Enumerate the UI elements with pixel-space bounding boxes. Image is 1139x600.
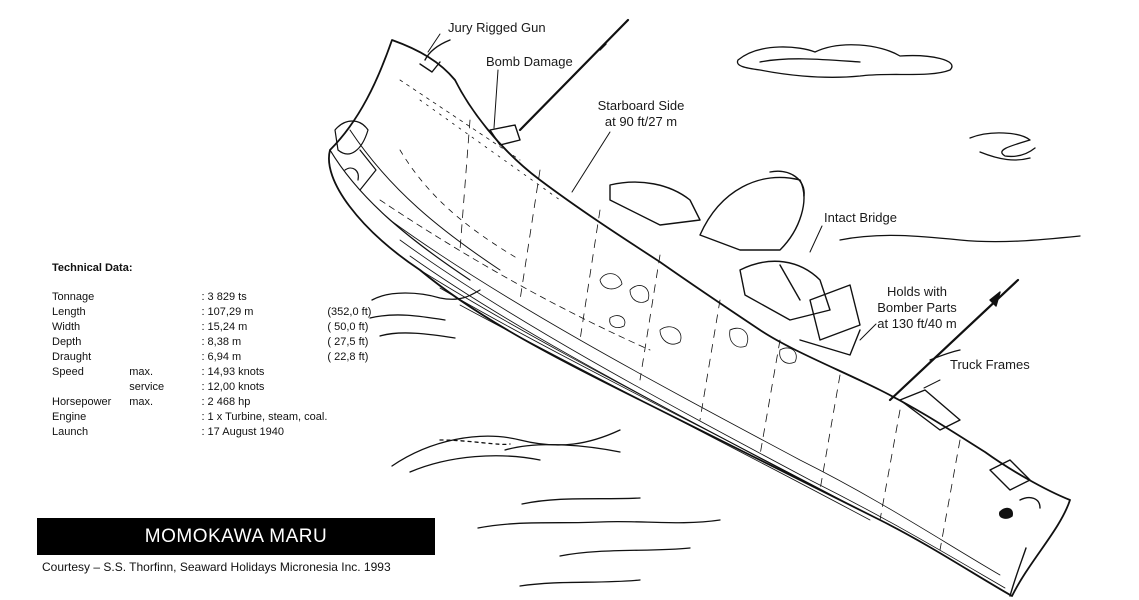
label-jury-rigged-gun: Jury Rigged Gun bbox=[448, 20, 546, 35]
tech-value: : 1 x Turbine, steam, coal. bbox=[201, 411, 328, 423]
tech-value: : 17 August 1940 bbox=[201, 426, 285, 438]
label-starboard-side-line1: Starboard Side bbox=[597, 98, 685, 113]
tech-value: : 2 468 hp bbox=[201, 396, 251, 408]
tech-label: Launch bbox=[52, 426, 89, 438]
tech-qualifier bbox=[129, 290, 201, 305]
tech-imperial bbox=[327, 290, 392, 305]
technical-data-panel: Technical Data: Tonnage : 3 829 ts Length… bbox=[52, 262, 392, 440]
tech-qualifier bbox=[129, 320, 201, 335]
label-intact-bridge: Intact Bridge bbox=[824, 210, 897, 225]
tech-qualifier: max. bbox=[129, 396, 154, 408]
tech-row: Speed max. : 14,93 knots bbox=[52, 365, 392, 380]
ship-title-banner: MOMOKAWA MARU bbox=[37, 518, 435, 555]
bow-details bbox=[334, 120, 377, 191]
tech-row: Tonnage : 3 829 ts bbox=[52, 290, 392, 305]
technical-data-table: Tonnage : 3 829 ts Length : 107,29 m (352,0… bbox=[52, 290, 392, 440]
tech-imperial: (352,0 ft) bbox=[327, 306, 372, 318]
tech-row: Engine : 1 x Turbine, steam, coal. bbox=[52, 410, 392, 425]
tech-label: Width bbox=[52, 321, 81, 333]
tech-imperial: ( 27,5 ft) bbox=[327, 336, 369, 348]
tech-row: Draught : 6,94 m ( 22,8 ft) bbox=[52, 350, 392, 365]
leader-lines bbox=[427, 33, 941, 389]
tech-qualifier bbox=[129, 425, 201, 440]
tech-value: : 8,38 m bbox=[201, 336, 242, 348]
hull-texture bbox=[379, 79, 1006, 589]
label-holds-line2: Bomber Parts bbox=[877, 300, 957, 315]
tech-imperial: ( 50,0 ft) bbox=[327, 321, 369, 333]
tech-qualifier bbox=[129, 305, 201, 320]
tech-imperial: ( 22,8 ft) bbox=[327, 351, 369, 363]
tech-imperial bbox=[327, 425, 392, 440]
tech-label: Horsepower bbox=[52, 396, 112, 408]
tech-row: Length : 107,29 m (352,0 ft) bbox=[52, 305, 392, 320]
tech-value: : 14,93 knots bbox=[201, 366, 265, 378]
tech-label: Engine bbox=[52, 411, 87, 423]
label-truck-frames: Truck Frames bbox=[950, 357, 1030, 372]
tech-label: Tonnage bbox=[52, 291, 95, 303]
tech-label: Length bbox=[52, 306, 86, 318]
label-bomb-damage: Bomb Damage bbox=[486, 54, 573, 69]
tech-label: Depth bbox=[52, 336, 82, 348]
tech-qualifier: service bbox=[129, 381, 165, 393]
label-holds-line1: Holds with bbox=[887, 284, 947, 299]
ship-hull bbox=[328, 39, 1071, 597]
image-credit: Courtesy – S.S. Thorfinn, Seaward Holida… bbox=[42, 560, 391, 574]
tech-value: : 6,94 m bbox=[201, 351, 242, 363]
tech-label: Speed bbox=[52, 366, 84, 378]
tech-row: service : 12,00 knots bbox=[52, 380, 392, 395]
tech-label: Draught bbox=[52, 351, 92, 363]
tech-value: : 3 829 ts bbox=[201, 291, 247, 303]
tech-value: : 12,00 knots bbox=[201, 381, 265, 393]
label-holds: Holds with Bomber Parts at 130 ft/40 m bbox=[862, 284, 972, 332]
tech-imperial bbox=[327, 410, 392, 425]
tech-imperial bbox=[327, 365, 392, 380]
tech-value: : 107,29 m bbox=[201, 306, 254, 318]
tech-row: Launch : 17 August 1940 bbox=[52, 425, 392, 440]
tech-imperial bbox=[327, 395, 392, 410]
tech-qualifier: max. bbox=[129, 366, 154, 378]
technical-data-title: Technical Data: bbox=[52, 262, 133, 274]
label-starboard-side-line2: at 90 ft/27 m bbox=[604, 114, 678, 129]
cloud-lines bbox=[369, 44, 1081, 587]
tech-row: Depth : 8,38 m ( 27,5 ft) bbox=[52, 335, 392, 350]
tech-qualifier bbox=[129, 410, 201, 425]
tech-value: : 15,24 m bbox=[201, 321, 248, 333]
tech-qualifier bbox=[129, 350, 201, 365]
tech-row: Horsepower max. : 2 468 hp bbox=[52, 395, 392, 410]
tech-imperial bbox=[327, 380, 392, 395]
label-starboard-side: Starboard Side at 90 ft/27 m bbox=[586, 98, 696, 130]
deck-structures bbox=[419, 18, 1041, 597]
tech-label bbox=[52, 380, 129, 395]
label-holds-line3: at 130 ft/40 m bbox=[877, 316, 957, 331]
tech-qualifier bbox=[129, 335, 201, 350]
tech-row: Width : 15,24 m ( 50,0 ft) bbox=[52, 320, 392, 335]
